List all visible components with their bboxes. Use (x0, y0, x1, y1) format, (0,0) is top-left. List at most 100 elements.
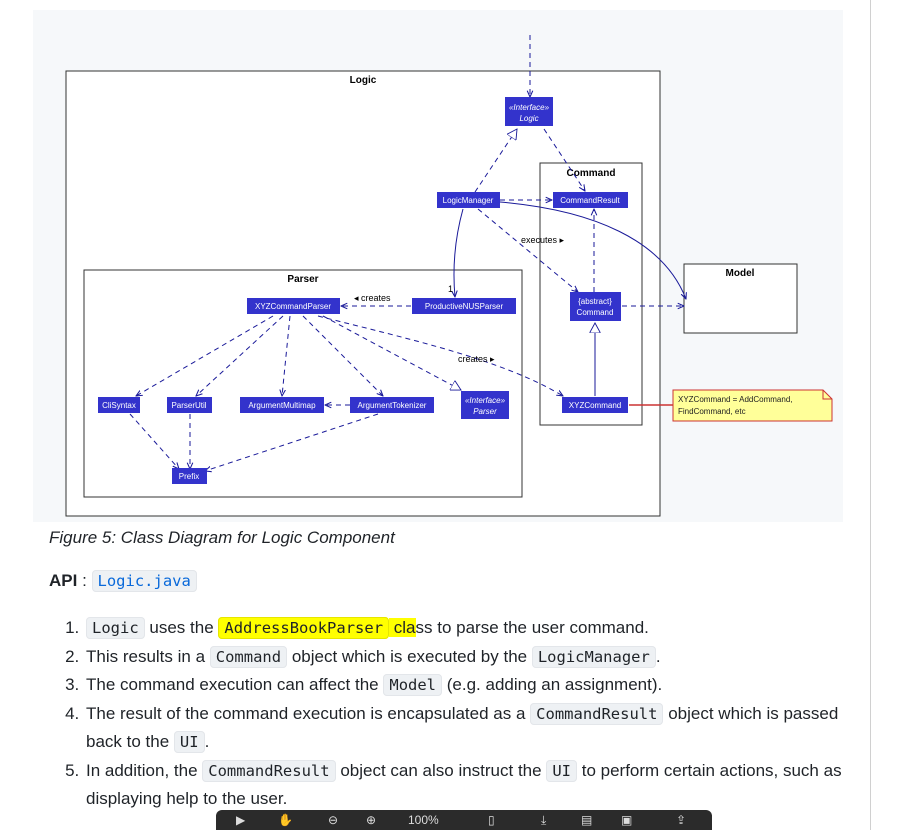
list-text: object can also instruct the (335, 760, 547, 780)
svg-text:Parser: Parser (473, 407, 497, 416)
list-text: . (655, 646, 661, 666)
logic-steps-list: Logic uses the AddressBookParser class t… (49, 614, 874, 813)
creates-label-2: creates ▸ (458, 354, 495, 364)
model-package (683, 263, 798, 334)
realization-logic (474, 129, 517, 193)
inline-code-logicmanager: LogicManager (531, 645, 656, 668)
list-text: The command execution can affect the (86, 675, 384, 694)
list-text: ss (415, 618, 433, 637)
list-text: object which is passed back to the (86, 703, 839, 752)
logic-java-link[interactable]: Logic.java (91, 570, 197, 592)
zoom-in-icon[interactable]: ⊕ (366, 813, 377, 827)
realization-parser (322, 315, 461, 390)
share-icon[interactable]: ⇪ (676, 813, 687, 827)
argument-tokenizer-class: ArgumentTokenizer (350, 397, 434, 413)
svg-text:ParserUtil: ParserUtil (171, 401, 206, 410)
prefix-class: Prefix (172, 468, 207, 484)
inline-code-ui: UI (173, 731, 205, 753)
inline-code-ui: UI (546, 759, 577, 782)
svg-text:CommandResult: CommandResult (560, 196, 620, 205)
api-separator: : (77, 571, 92, 590)
svg-text:Command: Command (577, 308, 614, 317)
xyzparser-to-tokenizer (302, 315, 383, 396)
list-text: to parse the user command. (432, 618, 649, 637)
list-text: (e.g. adding an assignment). (442, 675, 663, 694)
list-text: uses the (144, 618, 219, 637)
xyz-command-note: XYZCommand = AddCommand, FindCommand, et… (629, 389, 833, 422)
document-page: Logic Command Parser Model executes ▸ 1 … (0, 0, 871, 830)
multiplicity-label: 1 (448, 284, 453, 294)
cli-syntax-class: CliSyntax (98, 397, 140, 413)
list-item: The result of the command execution is e… (84, 700, 874, 757)
manager-executes-command (477, 208, 578, 292)
list-text: This results in a (86, 646, 210, 666)
parser-interface-class: «Interface» Parser (461, 391, 509, 419)
fit-page-icon[interactable]: ▯ (488, 813, 495, 827)
xyz-command-parser-class: XYZCommandParser (247, 298, 340, 314)
svg-text:«Interface»: «Interface» (465, 396, 506, 405)
svg-text:CliSyntax: CliSyntax (102, 401, 136, 410)
inline-code-model: Model (383, 674, 443, 696)
inline-code-commandresult: CommandResult (202, 759, 336, 782)
model-package-label: Model (726, 268, 755, 279)
xyzparser-to-multimap (282, 315, 291, 396)
manager-to-model (499, 201, 686, 299)
hand-icon[interactable]: ✋ (278, 813, 293, 827)
api-label: API (49, 571, 78, 590)
inline-code-commandresult: CommandResult (530, 702, 664, 725)
svg-text:«Interface»: «Interface» (509, 103, 550, 112)
sidebar-icon[interactable]: ▣ (621, 813, 633, 827)
svg-text:{abstract}: {abstract} (578, 297, 612, 306)
svg-text:Logic: Logic (519, 114, 538, 123)
svg-text:ArgumentMultimap: ArgumentMultimap (248, 401, 316, 410)
svg-text:XYZCommand: XYZCommand (569, 401, 621, 410)
api-line: API : Logic.java (49, 570, 197, 592)
abstract-command-class: {abstract} Command (570, 292, 621, 321)
xyzparser-to-parserutil (196, 315, 284, 396)
svg-text:Prefix: Prefix (179, 472, 199, 481)
svg-text:XYZCommandParser: XYZCommandParser (255, 302, 331, 311)
list-text: . (204, 732, 210, 751)
inline-code-addressbookparser: AddressBookParser (218, 617, 390, 639)
download-icon[interactable]: ⤓ (541, 813, 547, 827)
list-item: Logic uses the AddressBookParser class t… (84, 614, 874, 643)
xyz-command-class: XYZCommand (562, 397, 628, 413)
xyzparser-creates-xyzcommand (317, 315, 563, 396)
logic-package-label: Logic (350, 75, 377, 86)
clisyntax-to-prefix (129, 413, 179, 469)
cursor-icon[interactable]: ▶ (236, 813, 246, 827)
list-item: In addition, the CommandResult object ca… (84, 757, 874, 813)
argument-multimap-class: ArgumentMultimap (240, 397, 324, 413)
logic-to-commandresult (543, 128, 585, 191)
svg-text:XYZCommand = AddCommand,: XYZCommand = AddCommand, (678, 395, 793, 404)
svg-text:LogicManager: LogicManager (443, 196, 494, 205)
list-item: This results in a Command object which i… (84, 643, 874, 672)
zoom-level[interactable]: 100% (408, 813, 439, 827)
tokenizer-to-prefix (205, 413, 379, 471)
pdf-toolbar: ▶ ✋ ⊖ ⊕ 100% ▯ ⤓ ▤ ▣ ⇪ (216, 810, 712, 830)
zoom-out-icon[interactable]: ⊖ (328, 813, 339, 827)
manager-to-parser (454, 208, 464, 297)
command-package-label: Command (567, 168, 616, 179)
list-item: The command execution can affect the Mod… (84, 671, 874, 700)
parser-package-label: Parser (287, 274, 318, 285)
svg-text:FindCommand, etc: FindCommand, etc (678, 407, 746, 416)
inline-code-logic: Logic (86, 617, 145, 639)
svg-text:ArgumentTokenizer: ArgumentTokenizer (358, 401, 427, 410)
productive-parser-class: ProductiveNUSParser (412, 298, 516, 314)
logic-manager-class: LogicManager (437, 192, 500, 208)
figure-caption: Figure 5: Class Diagram for Logic Compon… (49, 528, 395, 547)
list-text: to perform certain actions, such as disp… (86, 760, 842, 809)
inline-code-command: Command (209, 645, 288, 668)
creates-label-1: ◂ creates (354, 293, 391, 303)
print-icon[interactable]: ▤ (581, 813, 593, 827)
list-text: object which is executed by the (287, 646, 532, 666)
vertical-scrollbar[interactable] (870, 0, 899, 830)
parser-util-class: ParserUtil (167, 397, 212, 413)
list-text: In addition, the (86, 760, 203, 780)
list-text: The result of the command execution is e… (86, 703, 531, 723)
logic-class-diagram: Logic Command Parser Model executes ▸ 1 … (65, 35, 833, 517)
executes-label: executes ▸ (521, 235, 565, 245)
highlighted-text: cla (389, 618, 416, 637)
command-result-class: CommandResult (553, 192, 628, 208)
